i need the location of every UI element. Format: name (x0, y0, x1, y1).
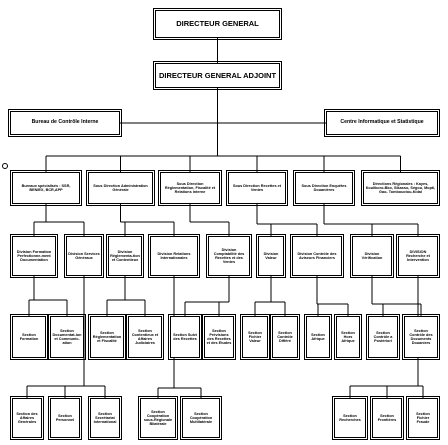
section-box: Section Suivi des Recettes (168, 314, 202, 360)
sous-direction-box: Sous Direction Recettes et Ventes (226, 170, 288, 206)
section-box: Section Contrôle a Postériori (366, 314, 400, 360)
division-box: Division Valeur (256, 234, 286, 278)
it-statistics-center-box: Centre Informatique et Statistique (324, 109, 440, 137)
section-box: Section Coopération Multilatérale (180, 396, 222, 440)
section-box: Section Afrique (304, 314, 332, 360)
division-box: Division Vérification (350, 234, 394, 278)
section-box: Section Recherches (332, 396, 368, 440)
division-box: Division Comptabilité des Recettes et de… (206, 234, 252, 278)
division-box: Division Services Généraux (64, 234, 104, 278)
section-box: Section Frontières (370, 396, 404, 440)
section-box: Section Coopération sous-Régionale Bilat… (138, 396, 178, 440)
division-box: Division Formation Perfectionne-ment Doc… (10, 234, 58, 278)
division-box: Division Relations Internationales (148, 234, 200, 278)
section-box: Section Fichier Fraude (406, 396, 440, 440)
division-box: Division Réglementa-tion et Contentieux (106, 234, 144, 278)
sous-direction-box: Sous Direction Enquêtes Douanières (293, 170, 355, 206)
section-box: Section Fichier Valeur (240, 314, 270, 360)
section-box: Section Hors Afrique (334, 314, 362, 360)
division-box: Division Contrôle des Aviseurs Financier… (290, 234, 344, 278)
section-box: Section Réglementation et Fiscalité (88, 314, 126, 360)
sous-direction-box: Bureaux spécialisés : SSR, BENIEX, BCR,A… (10, 170, 82, 206)
section-box: Section Prévisions des Recettes et des E… (202, 314, 236, 360)
director-general-box: DIRECTEUR GENERAL (153, 8, 282, 40)
sous-direction-box: Sous Direction Réglementation, Fiscalité… (158, 170, 222, 206)
section-box: Section Contrôle des Documents Douaniers (402, 314, 440, 360)
internal-control-office-box: Bureau de Contrôle Interne (8, 109, 122, 137)
division-box: DIVISION Recherche et Intervention (396, 234, 440, 278)
regional-directions-box: Directions Régionales : Kayes, Koulikoro… (361, 170, 440, 206)
section-box: Section Contrôle Différé (270, 314, 300, 360)
section-box: Section des Affaires Générales (10, 396, 44, 440)
section-box: Section Secrétariat International (88, 396, 122, 440)
section-box: Section Contentieux et Affaires Judiciai… (126, 314, 164, 360)
section-box: Section Documentat-ion et Communic-ation (48, 314, 86, 360)
deputy-director-general-box: DIRECTEUR GENERAL ADJOINT (153, 61, 282, 90)
circle-marker-icon (2, 163, 8, 169)
section-box: Section Personnel (48, 396, 82, 440)
section-box: Section Formation (10, 314, 48, 360)
sous-direction-box: Sous Direction Administration Générale (86, 170, 155, 206)
